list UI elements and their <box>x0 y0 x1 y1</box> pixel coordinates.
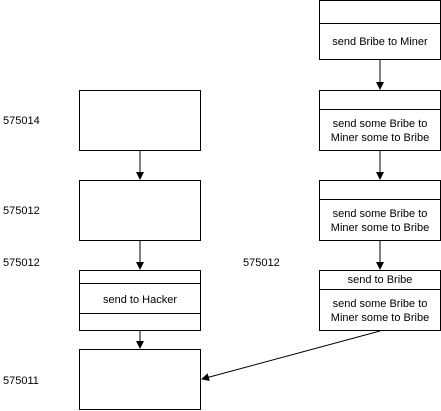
block-right-3: send some Bribe to Miner some to Bribe <box>319 180 441 241</box>
block-divider <box>320 199 440 200</box>
block-right-4: send to Bribe send some Bribe to Miner s… <box>319 270 441 331</box>
transaction-text: send to Bribe <box>347 274 413 286</box>
block-height-label: 575011 <box>3 375 39 387</box>
block-divider <box>320 109 440 110</box>
transaction-text: Miner some to Bribe <box>330 222 430 234</box>
block-height-label: 575012 <box>3 257 40 269</box>
block-left-3: send to Hacker <box>79 270 201 331</box>
transaction-text: send Bribe to Miner <box>332 36 428 48</box>
arrow <box>201 330 381 382</box>
transaction-text: Miner some to Bribe <box>330 312 430 324</box>
block-height-label: 575012 <box>3 205 40 217</box>
block-left-4 <box>79 349 201 410</box>
block-divider <box>320 23 440 24</box>
block-left-2 <box>79 180 201 241</box>
transaction-text: send some Bribe to <box>332 208 428 220</box>
transaction-text: send some Bribe to <box>332 118 428 130</box>
block-left-1 <box>79 90 201 151</box>
block-height-label: 575014 <box>3 115 40 127</box>
block-right-1: send Bribe to Miner <box>319 0 441 60</box>
transaction-text: send to Hacker <box>103 294 177 306</box>
block-divider <box>80 283 200 284</box>
block-divider <box>80 313 200 314</box>
block-height-label: 575012 <box>243 257 280 269</box>
transaction-text: send some Bribe to <box>332 298 428 310</box>
transaction-text: Miner some to Bribe <box>330 132 430 144</box>
block-divider <box>320 289 440 290</box>
